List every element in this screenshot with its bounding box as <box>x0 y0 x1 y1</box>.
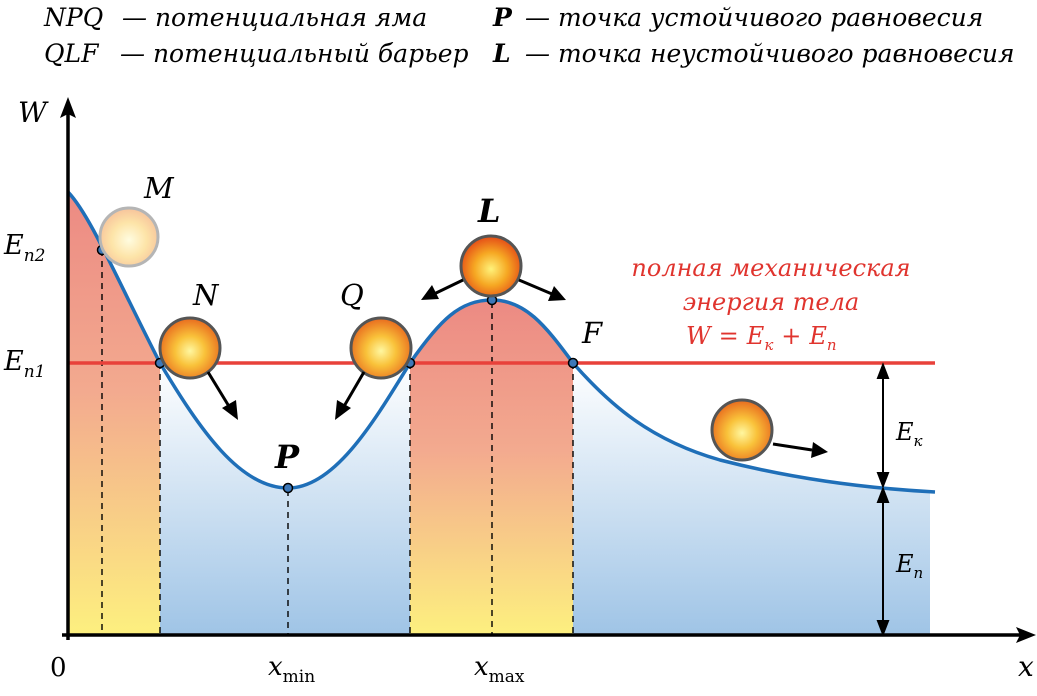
point-p-dot <box>282 482 294 494</box>
label-l: L <box>477 192 501 230</box>
motion-arrows <box>206 278 828 458</box>
dashed-guides <box>101 250 574 635</box>
energy-note-line1: полная механическая <box>631 254 910 282</box>
ep-arrow-top <box>876 486 890 503</box>
legend-npq-text: — потенциальная яма <box>122 3 427 32</box>
ball-m <box>98 206 160 268</box>
potential-curve <box>66 190 936 494</box>
y-axis-arrowhead <box>60 97 76 118</box>
legend-qlf-text: — потенциальный барьер <box>120 39 469 68</box>
ek-label: Eк <box>895 418 923 450</box>
ep-label: Eп <box>895 550 923 582</box>
arrow-l-right-head <box>548 286 566 301</box>
arrow-q <box>341 371 366 409</box>
legend-p-text: — точка устойчивого равновесия <box>525 3 983 32</box>
arrow-right-ball-head <box>811 442 828 458</box>
x-axis-label: x <box>1018 650 1034 683</box>
arrow-l-right <box>518 278 553 296</box>
ek-arrow-top <box>876 362 890 379</box>
right-scale <box>876 362 890 637</box>
arrow-n <box>206 371 232 409</box>
energy-note-line2: энергия тела <box>683 288 859 316</box>
arrow-q-head <box>335 400 351 420</box>
point-f-dot <box>567 357 579 369</box>
legend-p-label: P <box>492 3 513 32</box>
legend-npq-label: NPQ <box>43 3 103 32</box>
ball-l <box>459 234 523 298</box>
energy-note-formula: W=Eк+Eп <box>686 322 837 354</box>
arrow-l-left <box>433 278 464 296</box>
label-f: F <box>581 316 603 350</box>
label-n: N <box>192 278 220 312</box>
en2-label: Eп2 <box>3 230 45 266</box>
en1-label: Eп1 <box>3 346 45 382</box>
ep-arrow-bottom <box>876 620 890 637</box>
arrow-right-ball <box>772 442 813 452</box>
label-m: M <box>143 171 175 205</box>
y-axis-label: W <box>18 96 49 129</box>
arrow-l-left-head <box>421 285 439 300</box>
ball-n <box>158 316 222 380</box>
region-right-blue <box>573 363 930 635</box>
ball-right <box>710 398 774 462</box>
arrow-n-head <box>222 400 238 420</box>
ball-q <box>349 316 413 380</box>
ek-arrow-bottom <box>876 472 890 489</box>
legend-qlf-label: QLF <box>44 39 100 68</box>
legend-l-label: L <box>492 39 511 68</box>
xmin-label: xmin <box>268 652 315 687</box>
label-p: P <box>274 438 300 476</box>
origin-label: 0 <box>50 653 67 683</box>
legend-l-text: — точка неустойчивого равновесия <box>525 39 1015 68</box>
region-well-blue <box>160 363 410 635</box>
label-q: Q <box>340 278 364 312</box>
xmax-label: xmax <box>474 652 525 687</box>
x-axis-arrowhead <box>1016 627 1036 643</box>
region-left-red <box>68 192 160 635</box>
